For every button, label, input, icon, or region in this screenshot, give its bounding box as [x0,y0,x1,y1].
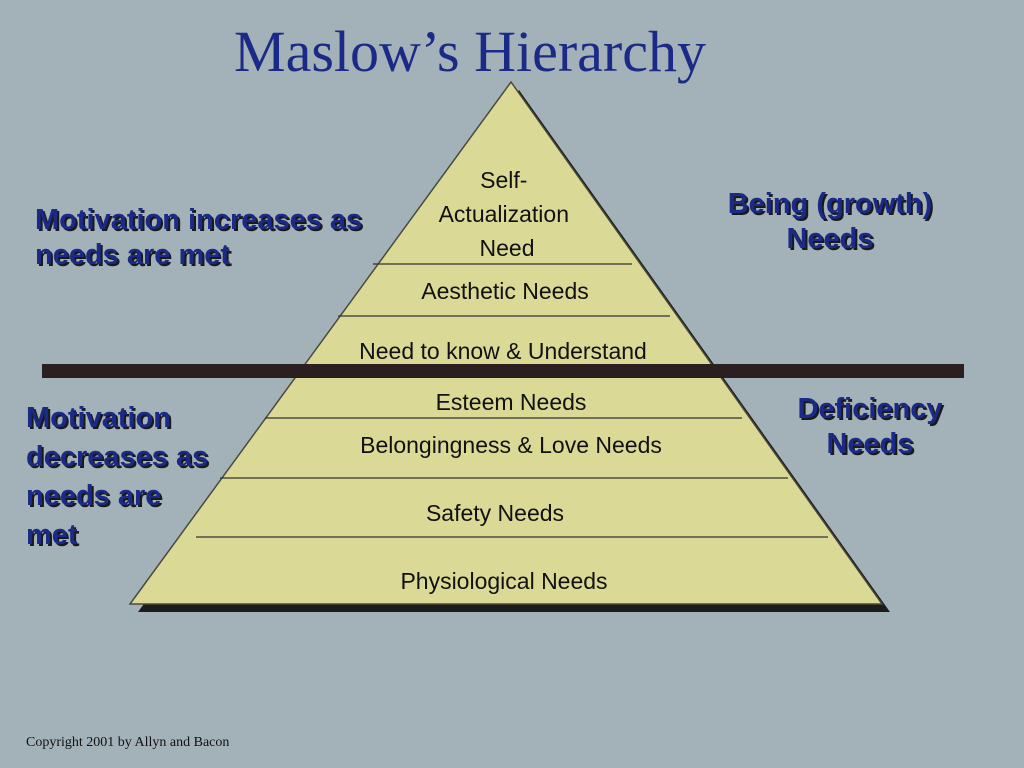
level-aesthetic: Aesthetic Needs [421,278,588,304]
level-labels: Self- Actualization Need Aesthetic Needs… [359,167,662,594]
level-safety: Safety Needs [426,500,564,526]
motivation-decreases-note: Motivation decreases as needs are met [26,402,209,551]
divider-bar [42,364,964,378]
motivation-increases-note: Motivation increases as needs are met [35,204,363,272]
pyramid-body [128,80,884,605]
level-physiological: Physiological Needs [400,568,607,594]
copyright-footer: Copyright 2001 by Allyn and Bacon [26,735,230,750]
level-belongingness: Belongingness & Love Needs [360,432,662,458]
being-growth-needs-note: Being (growth) Needs [727,188,933,256]
deficiency-needs-note: Deficiency Needs [797,393,943,461]
level-separators [196,263,828,538]
slide-title: Maslow’s Hierarchy [234,19,706,84]
level-self-actualization: Self- Actualization Need [439,167,576,261]
level-need-to-know: Need to know & Understand [359,338,647,364]
level-esteem: Esteem Needs [436,389,587,415]
